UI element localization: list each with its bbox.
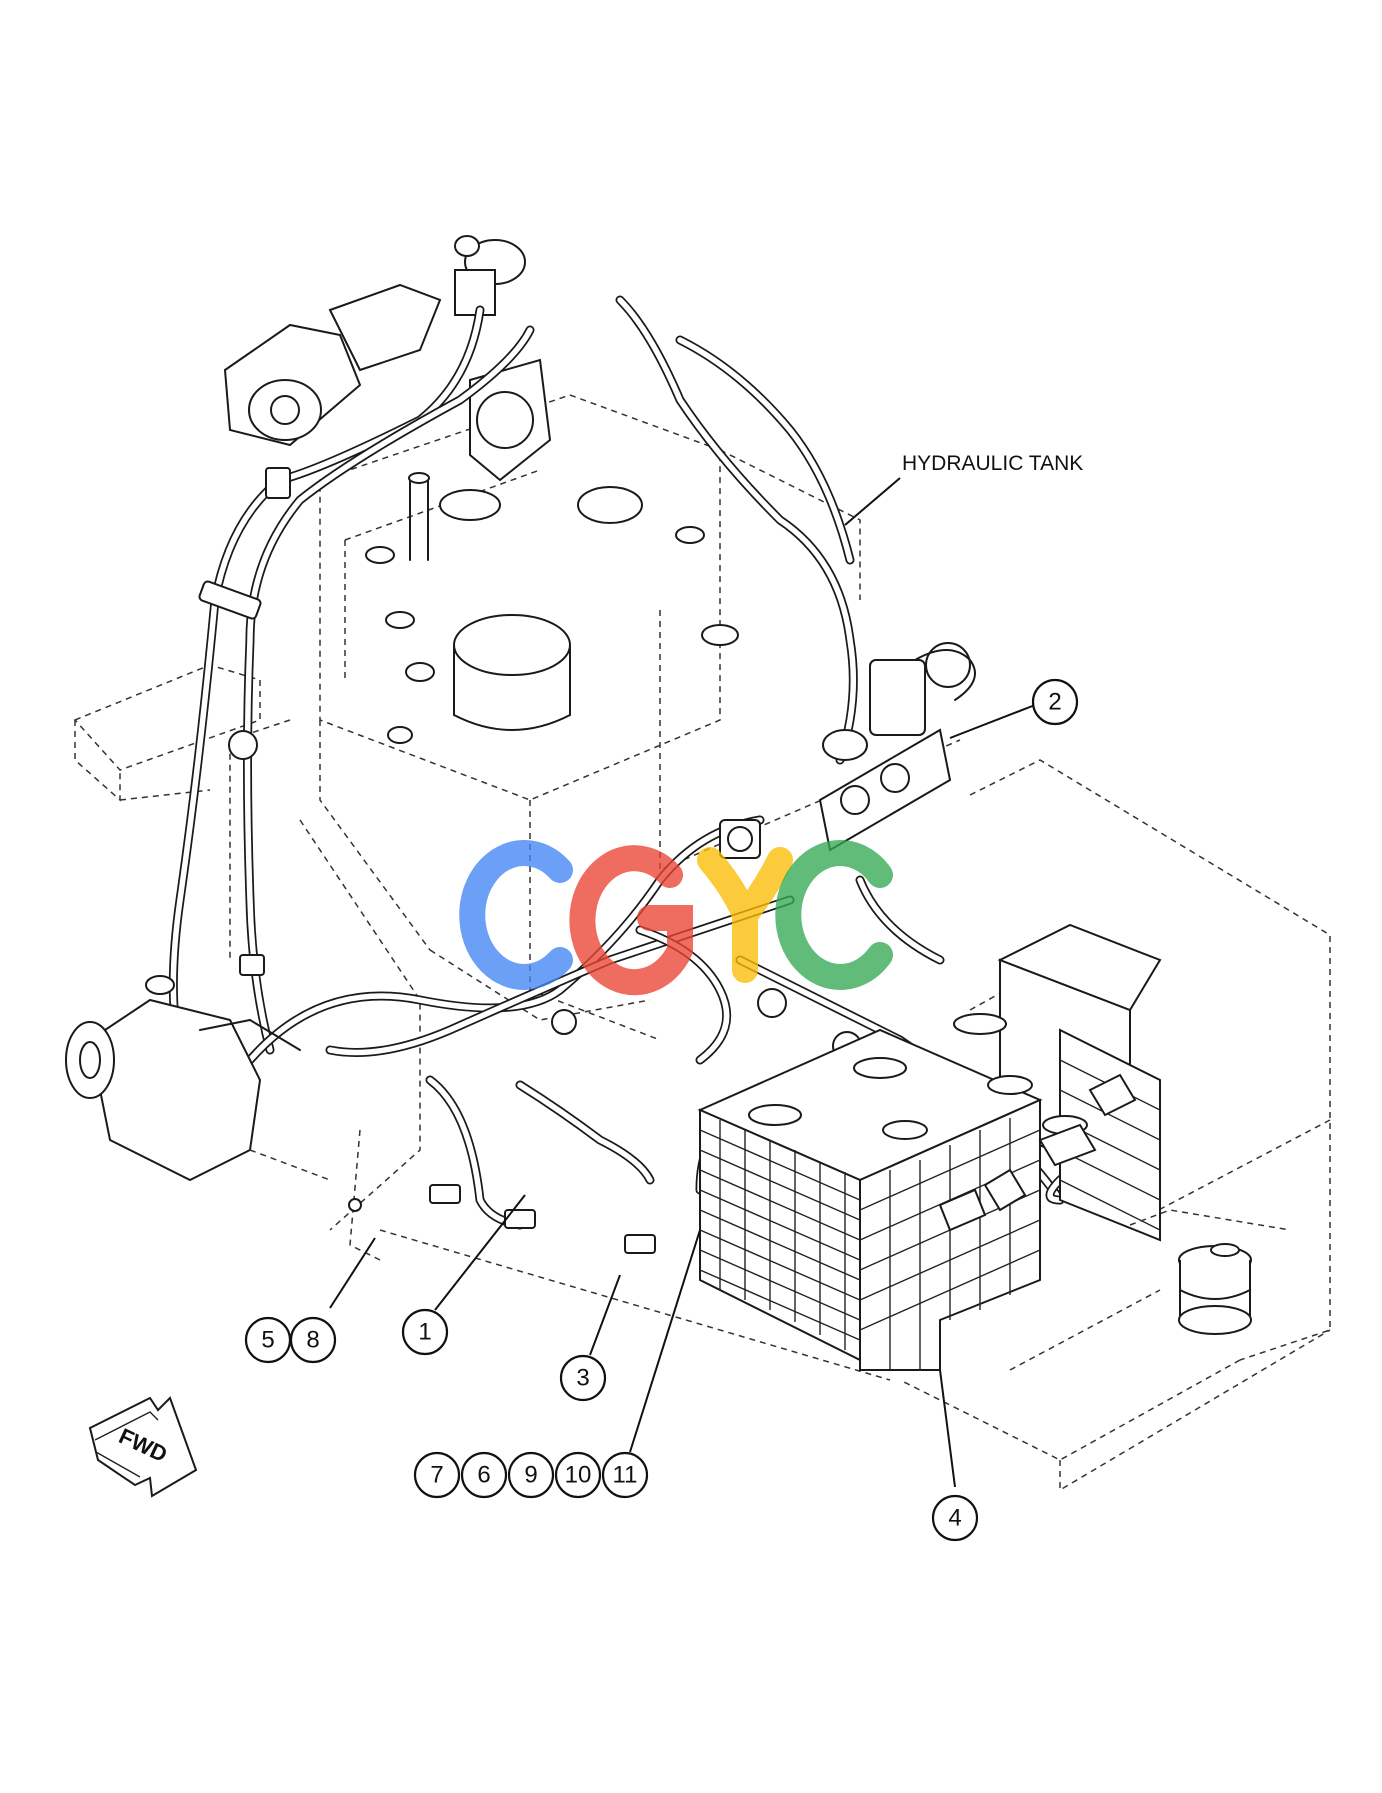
solenoid-bracket <box>719 642 976 859</box>
leader-lines <box>329 704 1036 1488</box>
callout-9-text: 9 <box>524 1462 537 1489</box>
callout-11-text: 11 <box>613 1462 638 1489</box>
hydraulic-tank-text: HYDRAULIC TANK <box>902 452 1083 475</box>
watermark-logo <box>459 840 893 996</box>
callout-4-text: 4 <box>948 1505 961 1532</box>
callout-8-text: 8 <box>306 1327 319 1354</box>
callout-5-text: 5 <box>261 1327 274 1354</box>
callout-3: 3 <box>559 1354 607 1402</box>
callout-1-text: 1 <box>418 1319 431 1346</box>
callout-3-text: 3 <box>576 1365 589 1392</box>
callout-10: 10 <box>554 1451 602 1499</box>
callout-4: 4 <box>931 1494 979 1542</box>
callout-11: 11 <box>601 1451 649 1499</box>
callout-9: 9 <box>507 1451 555 1499</box>
engine-block <box>229 394 961 1231</box>
callout-7: 7 <box>413 1451 461 1499</box>
hydraulic-pump <box>223 235 552 482</box>
callout-2: 2 <box>1031 678 1079 726</box>
engine-mount <box>1129 1209 1291 1335</box>
callout-2-text: 2 <box>1048 689 1061 716</box>
starter-motor <box>65 975 381 1261</box>
callout-1: 1 <box>401 1308 449 1356</box>
callout-7-text: 7 <box>430 1462 443 1489</box>
hydraulic-tank-label: HYDRAULIC TANK <box>844 452 1083 526</box>
callout-8: 8 <box>289 1316 337 1364</box>
callout-6: 6 <box>460 1451 508 1499</box>
fwd-arrow-icon: FWD <box>88 1396 198 1498</box>
batteries <box>697 923 1162 1371</box>
callout-6-text: 6 <box>477 1462 490 1489</box>
callout-10-text: 10 <box>565 1462 592 1489</box>
wiring-harness <box>168 295 1105 1254</box>
callout-5: 5 <box>244 1316 292 1364</box>
